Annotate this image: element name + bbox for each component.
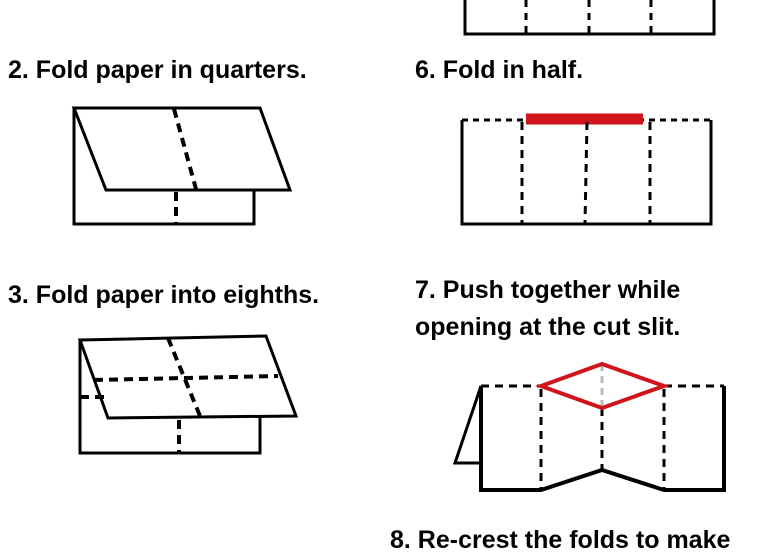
- step-7-title: 7. Push together while opening at the cu…: [415, 272, 680, 346]
- step-6-diagram: [460, 113, 713, 226]
- step-3-diagram: [77, 334, 299, 455]
- step-7-diagram: [452, 361, 726, 492]
- fold-diagrams-canvas: [71, 0, 726, 492]
- step-5-diagram-fragment: [463, 0, 716, 36]
- step-3-title: 3. Fold paper into eighths.: [8, 281, 320, 309]
- step-2-diagram: [71, 106, 293, 226]
- step-6-title: 6. Fold in half.: [415, 56, 584, 84]
- step-7-title-line-2: opening at the cut slit.: [415, 313, 681, 341]
- red-slit-diamond: [535, 361, 670, 411]
- step-2-title: 2. Fold paper in quarters.: [8, 56, 307, 84]
- step-7-title-line-1: 7. Push together while: [415, 276, 681, 304]
